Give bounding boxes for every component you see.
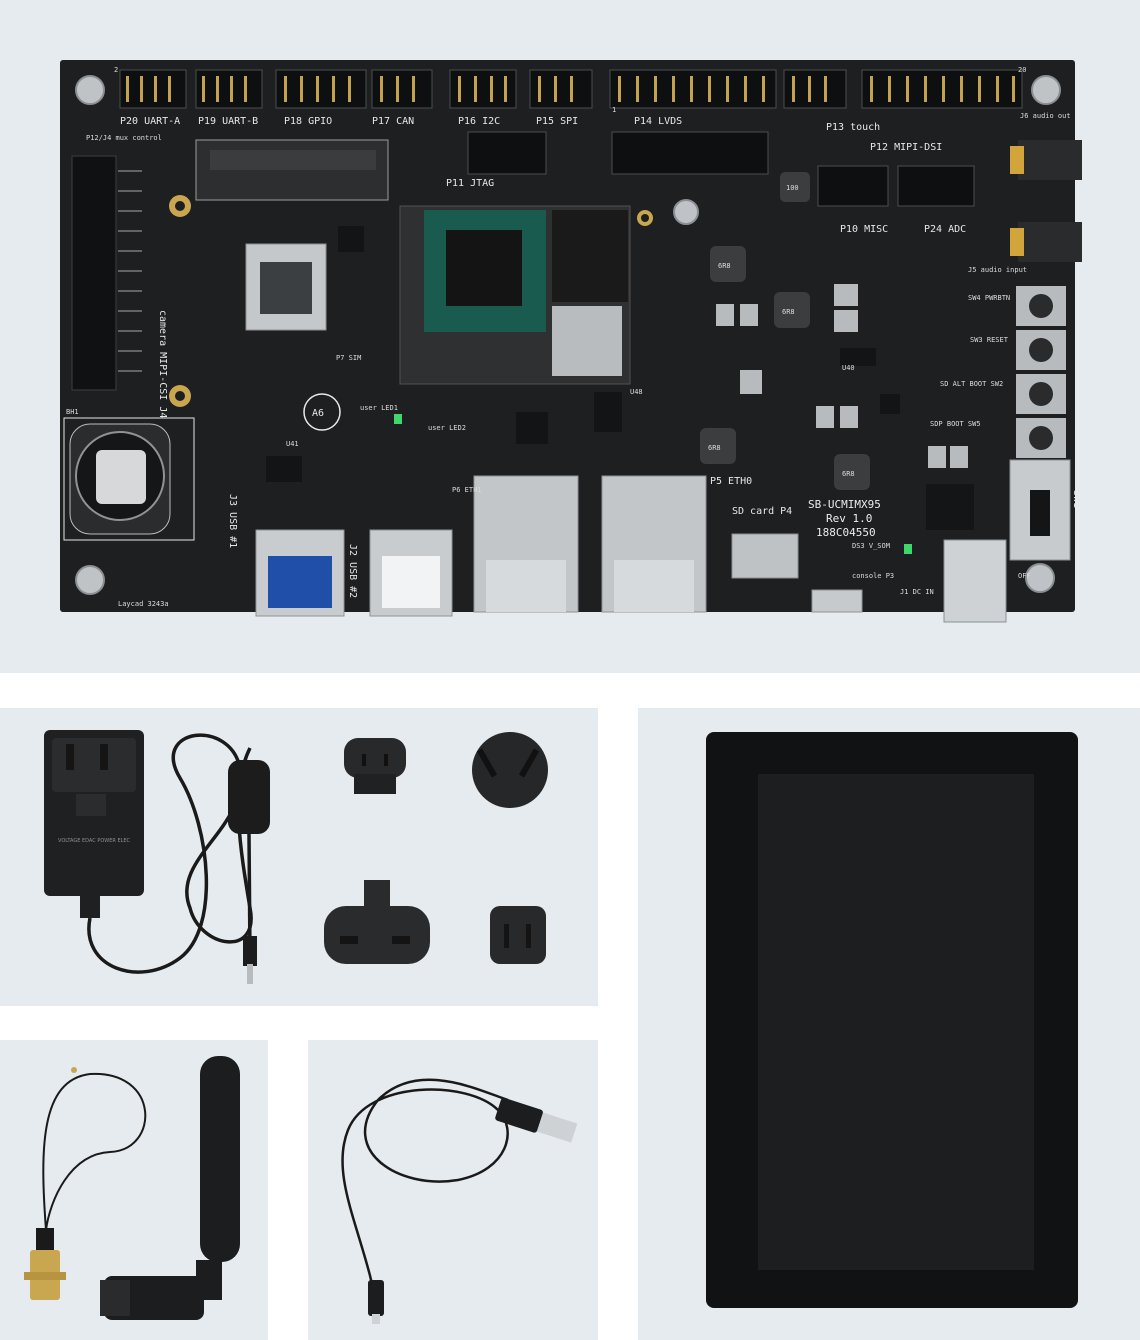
au-plug-adapter — [472, 732, 548, 808]
header-label-p18: P18 GPIO — [284, 116, 332, 127]
inductor-label: 6R8 — [718, 262, 731, 270]
ram-chip — [552, 210, 628, 302]
audio-out-jack — [1018, 140, 1082, 180]
camera-label: camera MIPI-CSI J4 — [157, 310, 168, 418]
eth1-label: P6 ETH1 — [452, 486, 482, 494]
usb-cable-image — [341, 1078, 578, 1324]
sdp-boot-label: SDP BOOT SW5 — [930, 420, 981, 428]
header-label-p11: P11 JTAG — [446, 178, 494, 189]
audio-out-label: J6 audio out — [1020, 112, 1071, 120]
mux-control-label: P12/J4 mux control — [86, 134, 162, 142]
usb3-tongue — [268, 556, 332, 608]
display-panel — [638, 708, 1140, 1340]
lcd-screen — [758, 774, 1034, 1270]
header-label-p20: P20 UART-A — [120, 116, 180, 127]
antenna-panel — [0, 1040, 268, 1340]
header-label-p10: P10 MISC — [840, 224, 888, 235]
audio-in-jack — [1018, 222, 1082, 262]
user-led1-icon — [394, 414, 402, 424]
usb-cable-cord — [341, 1078, 509, 1317]
header-label-p15: P15 SPI — [536, 116, 578, 127]
sim-label: P7 SIM — [336, 354, 361, 362]
usb1-label: J3 USB #1 — [227, 494, 238, 548]
eth0-label: P5 ETH0 — [710, 476, 752, 487]
a6-marker — [303, 393, 341, 431]
v-som-label: DS3 V_SOM — [852, 542, 890, 550]
inductor-label: 6R8 — [708, 444, 721, 452]
board-name: SB-UCMIMX95 — [808, 498, 881, 511]
header-pins — [126, 76, 1015, 102]
battery-outline — [63, 417, 195, 541]
pwrbtn-label: SW4 PWRBTN — [968, 294, 1010, 302]
lcd-display-image — [706, 732, 1078, 1308]
reset-label: SW3 RESET — [970, 336, 1009, 344]
v-som-led-icon — [904, 544, 912, 554]
push-buttons — [1016, 286, 1066, 458]
soc-chip — [446, 230, 522, 306]
u40-label: U40 — [842, 364, 855, 372]
usb-c-power — [943, 539, 1007, 623]
board-photo-panel: P20 UART-A P19 UART-B P18 GPIO P17 CAN P… — [0, 0, 1140, 673]
ferrite-bead — [228, 760, 270, 834]
us-plug-adapter — [490, 906, 546, 964]
header-label-p17: P17 CAN — [372, 116, 414, 127]
adapter-label: VOLTAGE EDAC POWER ELEC — [58, 838, 131, 844]
antenna-whip — [200, 1056, 240, 1262]
a6-label: A6 — [312, 408, 324, 419]
header-label-p16: P16 I2C — [458, 116, 500, 127]
usb2-label: J2 USB #2 — [347, 544, 358, 598]
power-supply-image: VOLTAGE EDAC POWER ELEC — [44, 730, 548, 984]
board-serial: 188C04550 — [816, 526, 876, 539]
barrel-plug — [243, 936, 257, 966]
header-label-p12: P12 MIPI-DSI — [870, 142, 942, 153]
pin-headers — [119, 69, 1023, 207]
inductor-label: 6R8 — [782, 308, 795, 316]
battery-label: BH1 — [66, 408, 79, 416]
console-port — [811, 589, 863, 613]
inductor-label: 100 — [786, 184, 799, 192]
sd-alt-boot-label: SD ALT BOOT SW2 — [940, 380, 1003, 388]
antenna-image — [24, 1056, 240, 1320]
micro-usb-plug — [368, 1280, 384, 1316]
u48-label: U48 — [630, 388, 643, 396]
pin-number-label: 20 — [1018, 66, 1026, 74]
uk-plug-adapter — [324, 880, 430, 964]
pin-number-label: 2 — [114, 66, 118, 74]
usb-cable-panel — [308, 1040, 598, 1340]
capacitors — [716, 284, 968, 468]
sd-card-slot — [731, 533, 799, 579]
header-label-p24: P24 ADC — [924, 224, 966, 235]
inductor-label: 6R8 — [842, 470, 855, 478]
mounting-hole-icon — [75, 75, 1061, 595]
header-label-p14: P14 LVDS — [634, 116, 682, 127]
usb-a-plug — [495, 1097, 578, 1143]
ic-chips — [266, 226, 900, 482]
pin-number-label: 1 — [612, 106, 616, 114]
emmc-shield — [552, 306, 622, 376]
maker-label: Laycad 3243a — [118, 600, 169, 608]
off-label: OFF — [1018, 572, 1031, 580]
pigtail-cable — [42, 1072, 147, 1231]
console-label: console P3 — [852, 572, 894, 580]
sd-card-label: SD card P4 — [732, 506, 792, 517]
board-rev: Rev 1.0 — [826, 512, 872, 525]
dc-in-label: J1 DC IN — [900, 588, 934, 596]
header-label-p19: P19 UART-B — [198, 116, 258, 127]
u41-label: U41 — [286, 440, 299, 448]
camera-connector — [71, 155, 117, 391]
eu-plug-adapter — [344, 738, 406, 794]
usb2-tongue — [382, 556, 440, 608]
header-label-p13: P13 touch — [826, 122, 880, 133]
sw1-switch — [1009, 459, 1071, 561]
dc-jack — [926, 484, 974, 530]
user-led2-label: user LED2 — [428, 424, 466, 432]
sw1-label: SW1 — [1071, 490, 1082, 508]
carrier-board-image: P20 UART-A P19 UART-B P18 GPIO P17 CAN P… — [60, 60, 1082, 623]
inductors — [700, 172, 870, 490]
audio-in-label: J5 audio input — [968, 266, 1027, 274]
user-led1-label: user LED1 — [360, 404, 398, 412]
power-supply-panel: VOLTAGE EDAC POWER ELEC — [0, 708, 598, 1006]
